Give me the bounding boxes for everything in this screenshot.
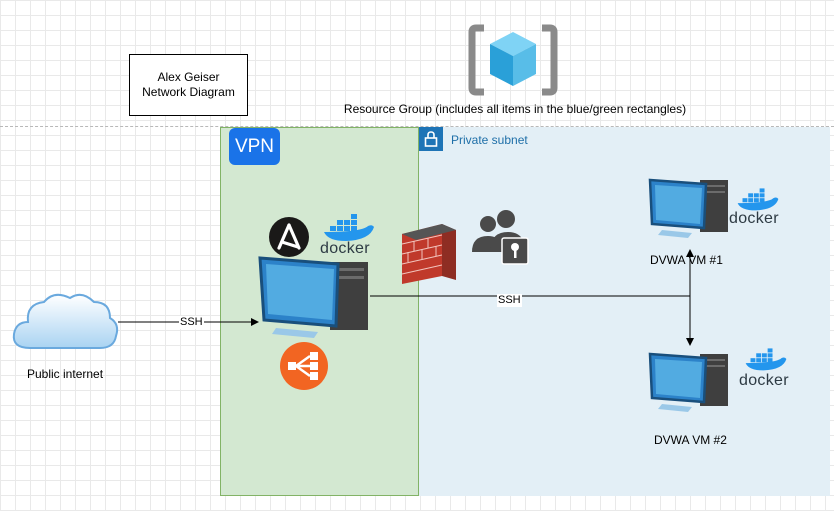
vm1-docker-icon — [737, 188, 779, 211]
vm2-docker-icon — [745, 348, 787, 371]
diagram-title: Alex Geiser Network Diagram — [142, 70, 235, 99]
cloud-icon — [12, 293, 119, 349]
azure-resource-group-icon — [468, 24, 558, 96]
docker-label: docker — [320, 240, 370, 257]
ansible-icon — [269, 217, 309, 257]
public-internet-label: Public internet — [27, 367, 104, 381]
ssh-connector-vms — [370, 295, 694, 346]
lock-icon — [419, 127, 443, 151]
vpn-badge: VPN — [229, 128, 280, 165]
virtual-machine-icon — [258, 256, 368, 338]
users-lock-icon — [472, 210, 529, 265]
docker-icon — [324, 214, 374, 241]
load-balancer-icon — [280, 342, 328, 390]
resource-group-boundary — [0, 126, 834, 127]
subnet-label: Private subnet — [451, 133, 528, 147]
firewall-icon — [401, 224, 456, 284]
ssh-label-internet: SSH — [179, 316, 204, 329]
vm2-docker-label: docker — [739, 372, 789, 389]
vm2-icon — [648, 352, 728, 412]
resource-group-label: Resource Group (includes all items in th… — [343, 102, 687, 116]
vm1-docker-label: docker — [729, 210, 779, 227]
vm1-label: DVWA VM #1 — [650, 253, 723, 267]
vm2-label: DVWA VM #2 — [654, 433, 727, 447]
diagram-title-box: Alex Geiser Network Diagram — [129, 54, 248, 116]
vm1-icon — [648, 178, 728, 238]
ssh-label-vms: SSH — [497, 294, 522, 307]
